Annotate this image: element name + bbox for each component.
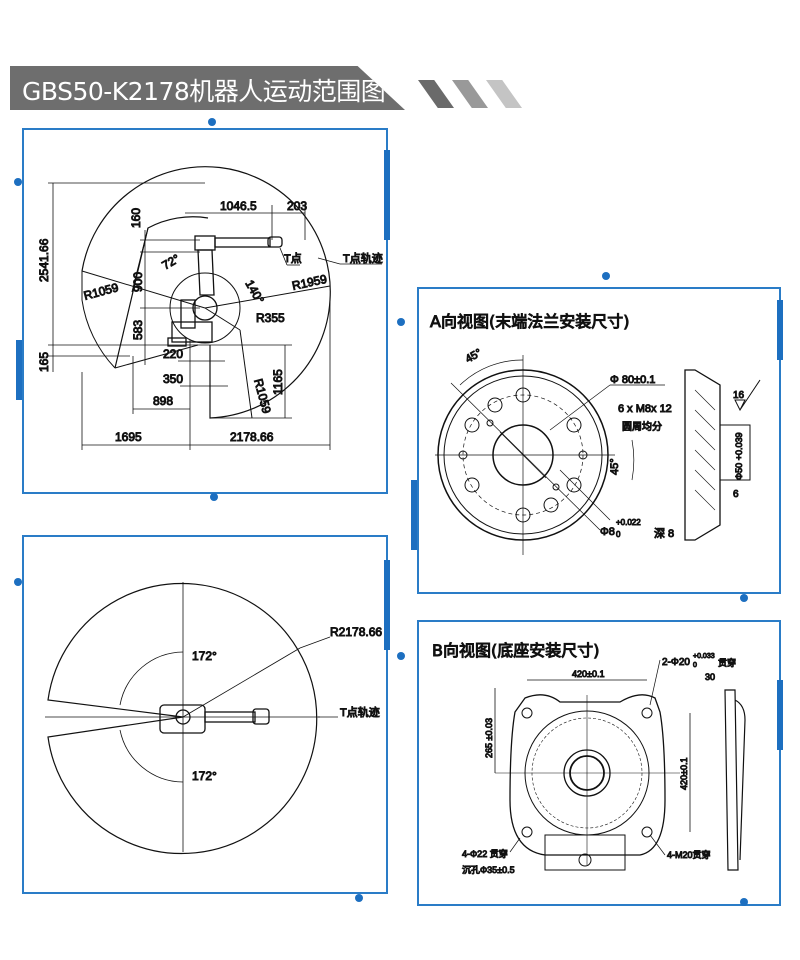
d30-label: 30 xyxy=(705,672,715,682)
frame-dot xyxy=(208,118,216,126)
flange-view-title: A向视图(末端法兰安装尺寸) xyxy=(430,312,629,331)
holes-label: 6 x M8x 12 xyxy=(618,403,672,415)
robot-top-icon xyxy=(159,704,270,734)
angle-top-label: 172° xyxy=(192,649,217,663)
pin-tol0-label: 0 xyxy=(693,662,697,669)
frame-dot xyxy=(740,594,748,602)
holes22-label: 4-Φ22 贯穿 xyxy=(462,848,508,859)
depth-label: 深 8 xyxy=(654,527,674,540)
frame-tab xyxy=(384,150,390,240)
d6-label: 6 xyxy=(733,489,739,500)
dim-898: 898 xyxy=(153,394,173,408)
t-point-label: T点 xyxy=(284,252,302,265)
frame-dot xyxy=(355,894,363,902)
dim-1165: 1165 xyxy=(271,369,285,395)
pin-tol-label: +0.033 xyxy=(693,653,715,660)
dim-2178-66: 2178.66 xyxy=(230,430,274,444)
title-banner: GBS50-K2178机器人运动范围图 xyxy=(10,66,405,110)
dim-1695: 1695 xyxy=(115,430,142,444)
dim-220: 220 xyxy=(163,347,183,361)
dim-1046-5: 1046.5 xyxy=(220,199,257,213)
dimension-lines xyxy=(48,182,382,450)
base-drawing: B向视图(底座安装尺寸) 2-Φ20 +0.033 0 贯穿 30 420±0.… xyxy=(432,641,746,876)
t-path-label: T点轨迹 xyxy=(343,251,383,265)
d16-label: 16 xyxy=(733,390,745,401)
workspace-inner xyxy=(81,227,241,369)
base-connector xyxy=(544,834,626,871)
counterbore-label: 沉孔Φ35±0.5 xyxy=(462,865,515,875)
frame-dot xyxy=(602,272,610,280)
base-view-title: B向视图(底座安装尺寸) xyxy=(432,641,599,660)
frame-tab xyxy=(411,480,417,550)
frame-tab xyxy=(777,680,783,750)
pin-holes-label: 2-Φ20 xyxy=(662,657,690,668)
workspace-outline xyxy=(81,166,331,419)
phi80-label: Φ 80±0.1 xyxy=(610,374,655,386)
frame-dot xyxy=(14,578,22,586)
dim-160: 160 xyxy=(129,208,143,228)
flange-section xyxy=(684,369,761,541)
angle2-label: 45° xyxy=(609,458,621,475)
frame-tab xyxy=(384,560,390,650)
m20-label: 4-M20贯穿 xyxy=(667,849,711,860)
frame-tab xyxy=(16,340,22,400)
dim-140-deg: 140° xyxy=(242,278,267,307)
pin-label: Φ8 xyxy=(600,526,615,538)
base-side-section xyxy=(724,689,746,871)
t-path-label-top: T点轨迹 xyxy=(340,705,380,719)
robot-side-icon xyxy=(167,235,283,347)
pin-tol: +0.022 xyxy=(616,518,641,527)
flange-drawing: A向视图(末端法兰安装尺寸) Φ 80±0.1 6 x M8x 12 圆周均分 … xyxy=(430,312,761,555)
base-view-panel xyxy=(417,620,781,906)
w420-label: 420±0.1 xyxy=(572,669,604,679)
frame-dot xyxy=(14,178,22,186)
radius-label: R2178.66 xyxy=(330,625,382,639)
frame-dot xyxy=(740,898,748,906)
even-label: 圆周均分 xyxy=(622,421,662,433)
phi50-label: Φ50 +0.039 xyxy=(734,433,744,480)
side-view-drawing: 1046.5 203 160 2541.66 72° 900 R1059 583… xyxy=(37,166,383,450)
side-view-panel xyxy=(22,128,388,494)
angle1-label: 45° xyxy=(464,347,484,366)
dim-r355: R355 xyxy=(256,311,285,325)
frame-tab xyxy=(777,300,783,360)
top-view-drawing: R2178.66 172° 172° T点轨迹 xyxy=(45,582,383,855)
frame-dot xyxy=(397,318,405,326)
h265-label: 265 ±0.03 xyxy=(484,718,494,758)
base-outline xyxy=(509,694,666,856)
frame-dot xyxy=(397,652,405,660)
through-label: 贯穿 xyxy=(718,657,736,668)
dim-583: 583 xyxy=(131,320,145,340)
dim-72-deg: 72° xyxy=(160,251,183,272)
page-title: GBS50-K2178机器人运动范围图 xyxy=(22,77,386,106)
angle-bottom-label: 172° xyxy=(192,769,217,783)
dim-2541-66: 2541.66 xyxy=(37,238,51,282)
dim-r1059-left: R1059 xyxy=(82,280,120,303)
dim-165: 165 xyxy=(37,352,51,372)
dim-203: 203 xyxy=(287,199,307,213)
bolt-holes xyxy=(458,387,588,523)
dim-350: 350 xyxy=(163,372,183,386)
dim-900: 900 xyxy=(131,272,145,292)
pin-tol0: 0 xyxy=(616,530,621,539)
frame-dot xyxy=(210,493,218,501)
reach-circle xyxy=(47,582,318,855)
h420-label: 420±0.1 xyxy=(679,758,689,790)
